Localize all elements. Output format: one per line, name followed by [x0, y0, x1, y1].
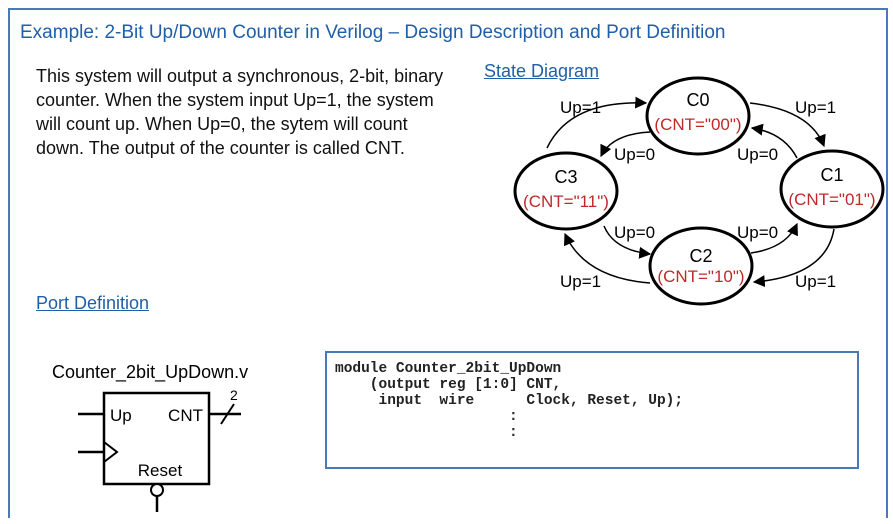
label-c1-c2: Up=1 [795, 272, 836, 291]
arrow-c1-c2 [752, 228, 835, 288]
bus-slash [220, 403, 235, 425]
arrow-c2-c1 [750, 222, 798, 254]
state-c1-name: C1 [820, 165, 843, 185]
label-c0-c1: Up=1 [795, 98, 836, 117]
state-c0-output: (CNT="00") [654, 115, 741, 134]
clock-triangle-icon [103, 441, 119, 463]
state-c0-name: C0 [686, 90, 709, 110]
module-file-name: Counter_2bit_UpDown.v [52, 362, 249, 382]
arrow-c1-c0 [750, 123, 798, 159]
reset-inversion-bubble [150, 483, 164, 497]
label-c2-c1: Up=0 [737, 223, 778, 242]
arrow-c0-c1 [749, 102, 826, 148]
up-port-label: Up [110, 406, 132, 425]
design-description: This system will output a synchronous, 2… [36, 66, 444, 158]
slide-frame [8, 8, 888, 518]
state-c2-output: (CNT="10") [657, 267, 744, 286]
slide-title: Example: 2-Bit Up/Down Counter in Verilo… [20, 22, 726, 43]
state-c2-name: C2 [689, 246, 712, 266]
reset-port-label: Reset [138, 461, 183, 480]
arrow-c2-c3 [564, 232, 651, 284]
state-c1-output: (CNT="01") [788, 190, 875, 209]
state-c1: C1 (CNT="01") [779, 149, 885, 229]
label-c3-c0: Up=1 [560, 98, 601, 117]
state-diagram-heading: State Diagram [484, 61, 600, 81]
state-c3-output: (CNT="11") [523, 192, 609, 211]
label-c0-c3: Up=0 [614, 145, 655, 164]
label-c3-c2: Up=0 [614, 223, 655, 242]
counter-block-symbol: Up CNT 2 Reset [78, 387, 241, 512]
state-c0: C0 (CNT="00") [645, 76, 751, 156]
verilog-code: module Counter_2bit_UpDown (output reg [… [335, 361, 684, 441]
label-c1-c0: Up=0 [737, 145, 778, 164]
state-c3: C3 (CNT="11") [513, 151, 619, 231]
arrow-c0-c3 [600, 131, 651, 158]
verilog-code-box: module Counter_2bit_UpDown (output reg [… [325, 351, 859, 469]
cnt-port-label: CNT [168, 406, 203, 425]
label-c2-c3: Up=1 [560, 272, 601, 291]
state-c2: C2 (CNT="10") [648, 226, 754, 306]
arrow-c3-c0 [546, 96, 648, 149]
arrow-c3-c2 [603, 225, 652, 259]
state-c3-name: C3 [554, 167, 577, 187]
top-border [8, 8, 888, 10]
bus-width-label: 2 [230, 387, 238, 403]
port-definition-heading: Port Definition [36, 293, 150, 313]
